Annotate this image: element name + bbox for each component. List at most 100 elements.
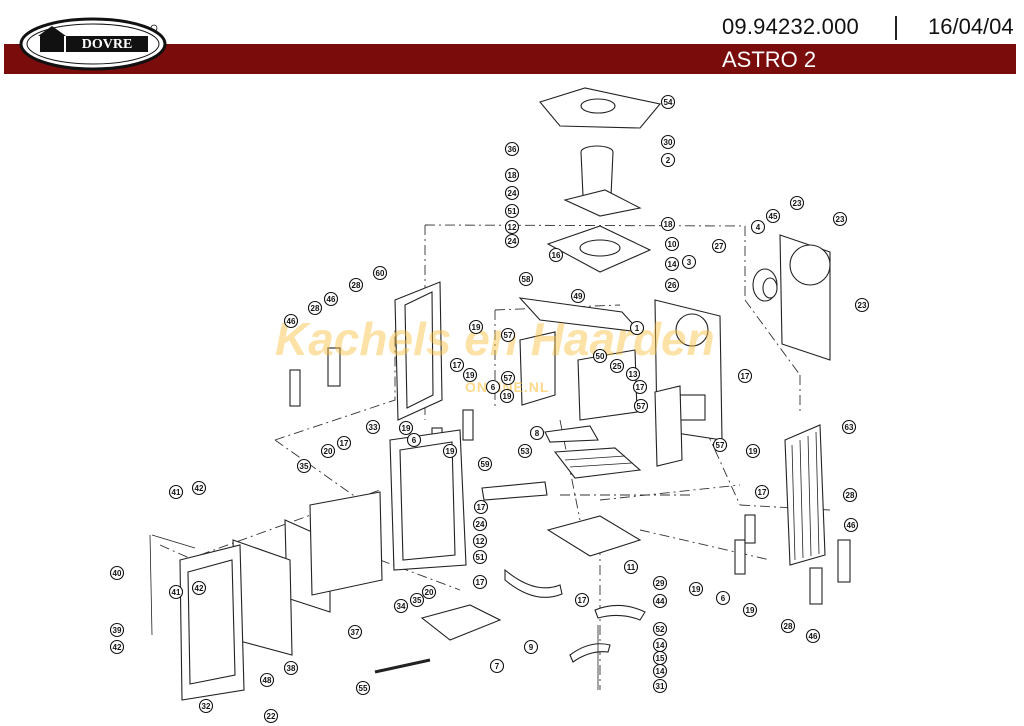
svg-text:48: 48 (263, 676, 272, 685)
part-callout-28: 28 (348, 277, 364, 293)
part-callout-53: 53 (517, 443, 533, 459)
part-callout-50: 50 (592, 348, 608, 364)
part-callout-36: 36 (504, 141, 520, 157)
part-callout-17: 17 (336, 435, 352, 451)
part-callout-54: 54 (660, 94, 676, 110)
svg-text:17: 17 (741, 372, 750, 381)
svg-text:39: 39 (113, 626, 122, 635)
part-lever (594, 604, 646, 621)
document-date: 16/04/04 (928, 14, 1014, 39)
part-callout-28: 28 (780, 618, 796, 634)
dovre-logo: DOVRE (19, 17, 167, 71)
part-callout-10: 10 (664, 236, 680, 252)
svg-text:46: 46 (847, 521, 856, 530)
part-rail (504, 568, 563, 598)
part-callout-6: 6 (485, 379, 501, 395)
svg-text:24: 24 (508, 237, 517, 246)
svg-text:18: 18 (508, 171, 517, 180)
svg-text:50: 50 (596, 352, 605, 361)
svg-text:46: 46 (287, 317, 296, 326)
part-callout-59: 59 (477, 456, 493, 472)
part-callout-17: 17 (574, 592, 590, 608)
svg-text:46: 46 (327, 295, 336, 304)
svg-text:41: 41 (172, 588, 181, 597)
svg-text:17: 17 (758, 488, 767, 497)
svg-text:36: 36 (508, 145, 517, 154)
part-callout-46: 46 (323, 291, 339, 307)
svg-text:63: 63 (845, 423, 854, 432)
svg-text:11: 11 (627, 563, 636, 572)
part-callout-17: 17 (754, 484, 770, 500)
svg-text:14: 14 (656, 641, 665, 650)
part-firebrick-left (519, 331, 556, 406)
svg-text:41: 41 (172, 488, 181, 497)
part-leg-cover-2 (809, 567, 823, 605)
svg-text:18: 18 (664, 220, 673, 229)
part-callout-26: 26 (664, 277, 680, 293)
part-callout-35: 35 (296, 458, 312, 474)
part-bracket-3 (734, 539, 746, 575)
part-callout-23: 23 (854, 297, 870, 313)
part-firebrick-right (654, 385, 683, 467)
part-callout-57: 57 (500, 327, 516, 343)
svg-text:17: 17 (578, 596, 587, 605)
part-ashpan (420, 604, 502, 641)
part-log-retainer (544, 425, 599, 443)
svg-text:58: 58 (522, 275, 531, 284)
part-callout-19: 19 (462, 367, 478, 383)
watermark-line-2: ONLINE.NL (465, 379, 549, 395)
part-callout-6: 6 (715, 590, 731, 606)
part-callout-40: 40 (109, 565, 125, 581)
part-callout-27: 27 (711, 238, 727, 254)
part-callout-37: 37 (347, 624, 363, 640)
svg-text:29: 29 (656, 579, 665, 588)
svg-text:12: 12 (476, 537, 485, 546)
svg-text:28: 28 (784, 622, 793, 631)
svg-text:4: 4 (756, 223, 761, 232)
part-callout-46: 46 (283, 313, 299, 329)
svg-text:2: 2 (666, 156, 671, 165)
part-callout-19: 19 (688, 581, 704, 597)
part-callout-57: 57 (712, 437, 728, 453)
part-callout-19: 19 (499, 388, 515, 404)
part-tool (374, 658, 431, 674)
part-callout-29: 29 (652, 575, 668, 591)
svg-text:10: 10 (668, 240, 677, 249)
svg-text:54: 54 (664, 98, 673, 107)
svg-text:9: 9 (529, 643, 534, 652)
part-callout-46: 46 (805, 628, 821, 644)
svg-text:23: 23 (793, 199, 802, 208)
svg-text:17: 17 (477, 503, 486, 512)
part-callout-19: 19 (742, 602, 758, 618)
svg-text:20: 20 (324, 447, 333, 456)
part-bottom-plate (546, 515, 642, 557)
part-callout-34: 34 (393, 598, 409, 614)
part-callout-17: 17 (473, 499, 489, 515)
part-callout-57: 57 (633, 398, 649, 414)
part-side-trim (327, 347, 341, 387)
svg-text:17: 17 (476, 578, 485, 587)
svg-text:13: 13 (629, 370, 638, 379)
part-callout-35: 35 (409, 592, 425, 608)
svg-text:7: 7 (495, 662, 500, 671)
part-callout-8: 8 (529, 425, 545, 441)
svg-text:17: 17 (340, 439, 349, 448)
part-callout-32: 32 (198, 698, 214, 714)
svg-text:17: 17 (636, 383, 645, 392)
svg-text:19: 19 (446, 447, 455, 456)
svg-text:35: 35 (300, 462, 309, 471)
svg-text:19: 19 (466, 371, 475, 380)
part-callout-57: 57 (500, 370, 516, 386)
part-callout-12: 12 (472, 533, 488, 549)
svg-text:19: 19 (472, 323, 481, 332)
svg-text:17: 17 (453, 361, 462, 370)
part-callout-30: 30 (660, 134, 676, 150)
svg-text:42: 42 (195, 584, 204, 593)
part-callout-14: 14 (664, 256, 680, 272)
svg-text:51: 51 (508, 207, 517, 216)
part-callout-41: 41 (168, 484, 184, 500)
svg-text:57: 57 (637, 402, 646, 411)
part-gasket (563, 189, 642, 217)
part-air-bar (481, 481, 548, 501)
svg-text:33: 33 (369, 423, 378, 432)
